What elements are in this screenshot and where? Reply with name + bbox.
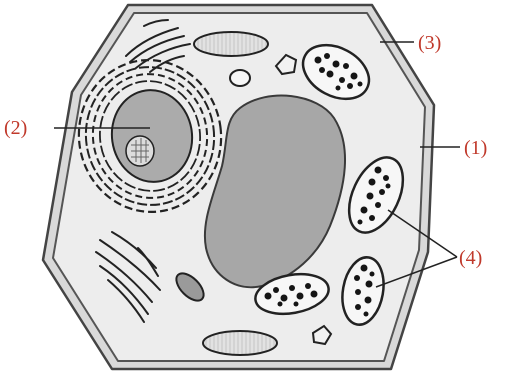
label-cell-wall: (3): [418, 32, 441, 54]
mitochondrion-top: [194, 32, 268, 56]
label-cell-membrane: (1): [464, 137, 487, 159]
mitochondrion-bottom: [203, 331, 277, 355]
label-chloroplasts: (4): [459, 247, 482, 269]
vesicle: [230, 70, 250, 86]
label-nucleus: (2): [4, 117, 27, 139]
